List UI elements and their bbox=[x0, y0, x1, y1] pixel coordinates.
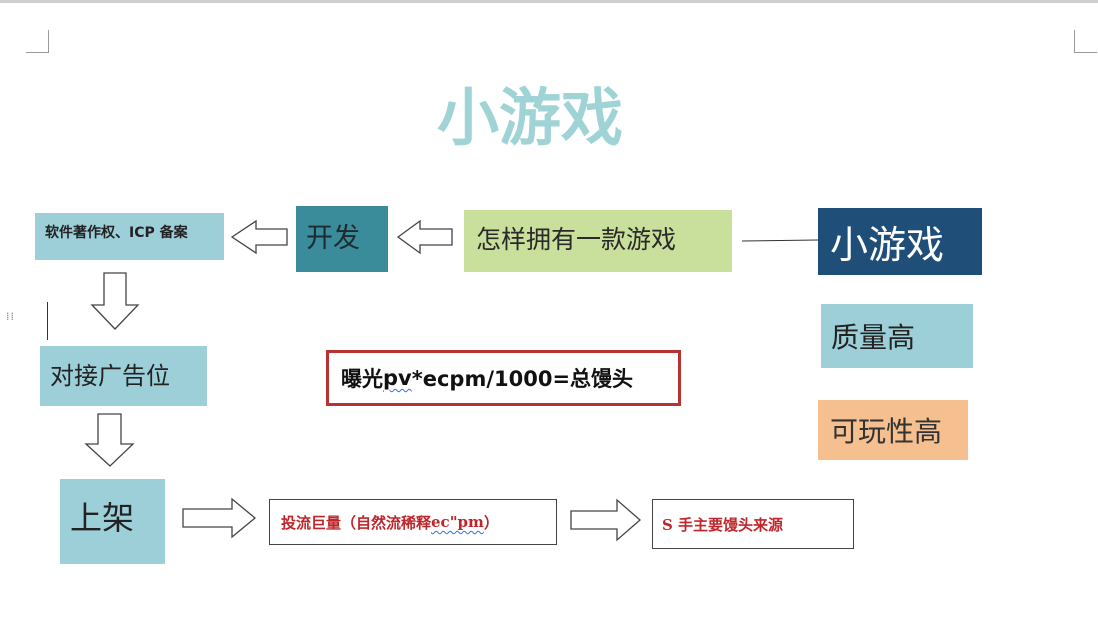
down-arrow-icon bbox=[84, 413, 135, 467]
formula-suffix: *ecpm/1000=总馒头 bbox=[411, 367, 634, 391]
node-mini-game[interactable]: 小游戏 bbox=[818, 208, 982, 275]
node-copyright-icp[interactable]: 软件著作权、ICP 备案 bbox=[35, 213, 224, 260]
node-paid-traffic[interactable]: 投流巨量（自然流稀释 ec"pm） bbox=[269, 499, 557, 545]
node-high-quality[interactable]: 质量高 bbox=[821, 304, 973, 368]
text-cursor bbox=[47, 302, 48, 340]
node-ad-slot[interactable]: 对接广告位 bbox=[40, 346, 207, 406]
node-high-playability[interactable]: 可玩性高 bbox=[818, 400, 968, 460]
page-corner-mark-right bbox=[1074, 30, 1097, 53]
node-label: 开发 bbox=[306, 223, 360, 254]
node-label: 质量高 bbox=[831, 321, 916, 354]
drag-handle-icon[interactable]: ⁞⁞ bbox=[6, 310, 15, 323]
traffic-prefix: 投流巨量（自然流稀释 bbox=[281, 513, 432, 532]
page-title: 小游戏 bbox=[436, 81, 623, 154]
connector-line bbox=[741, 239, 819, 242]
right-arrow-icon bbox=[570, 498, 641, 542]
node-launch[interactable]: 上架 bbox=[60, 479, 165, 564]
node-label: 可玩性高 bbox=[830, 415, 943, 448]
node-label: 上架 bbox=[70, 499, 135, 537]
node-label: S 手主要馒头来源 bbox=[662, 515, 784, 534]
left-arrow-icon bbox=[396, 219, 453, 255]
left-arrow-icon bbox=[230, 219, 288, 255]
node-label: 小游戏 bbox=[830, 223, 945, 267]
formula-term: pv bbox=[383, 366, 412, 390]
node-label: 软件著作权、ICP 备案 bbox=[45, 225, 188, 241]
traffic-term: ec"pm bbox=[431, 513, 484, 531]
page-corner-mark-left bbox=[26, 30, 49, 53]
traffic-suffix: ） bbox=[483, 513, 499, 532]
window-top-edge bbox=[0, 0, 1098, 3]
right-arrow-icon bbox=[182, 497, 257, 539]
node-develop[interactable]: 开发 bbox=[296, 206, 388, 272]
node-label: 对接广告位 bbox=[50, 362, 170, 390]
node-how-to-own-game[interactable]: 怎样拥有一款游戏 bbox=[464, 210, 732, 272]
down-arrow-icon bbox=[90, 272, 140, 330]
node-label: 怎样拥有一款游戏 bbox=[476, 225, 677, 254]
node-exposure-formula[interactable]: 曝光 pv*ecpm/1000=总馒头 bbox=[326, 350, 681, 406]
node-main-revenue-source[interactable]: S 手主要馒头来源 bbox=[652, 499, 854, 549]
formula-prefix: 曝光 bbox=[341, 367, 383, 391]
